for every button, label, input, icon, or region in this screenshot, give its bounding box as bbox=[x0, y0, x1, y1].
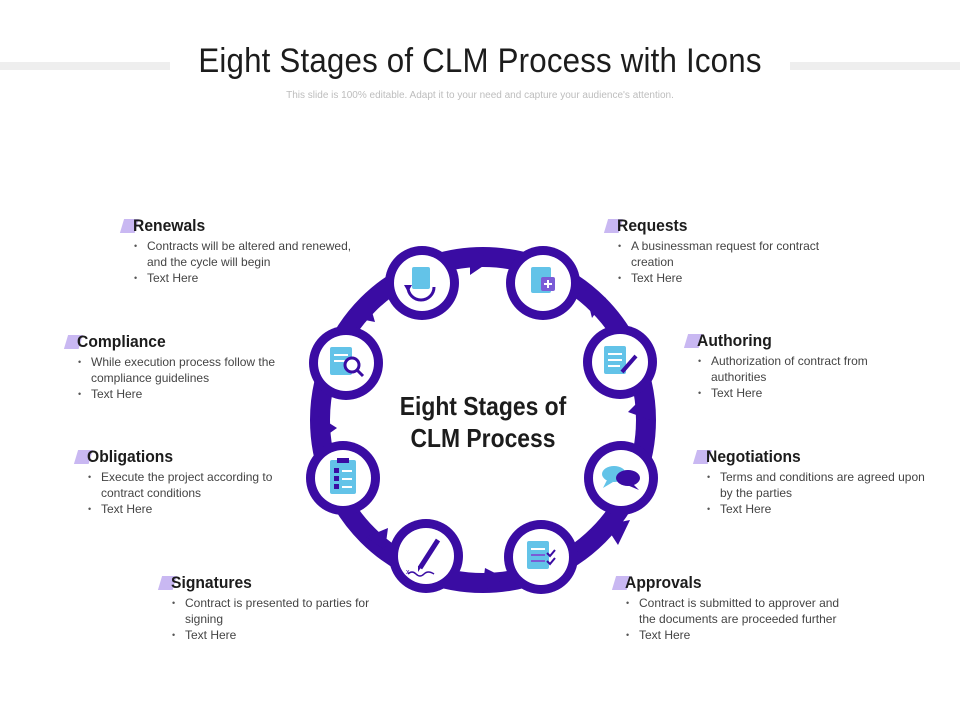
document-check-icon bbox=[527, 541, 556, 569]
node-authoring bbox=[583, 325, 657, 399]
bullet-item: Text Here bbox=[626, 627, 854, 643]
bullet-item: Text Here bbox=[88, 501, 316, 517]
node-compliance bbox=[309, 326, 383, 400]
bullet-item: Text Here bbox=[707, 501, 935, 517]
bullet-item: Text Here bbox=[698, 385, 926, 401]
page-title: Eight Stages of CLM Process with Icons bbox=[198, 42, 762, 80]
bullet-item: Contract is submitted to approver and th… bbox=[626, 595, 854, 627]
stage-obligations: Obligations Execute the project accordin… bbox=[73, 447, 316, 517]
node-signatures: x bbox=[389, 519, 463, 593]
center-label-line2: CLM Process bbox=[410, 423, 556, 453]
cycle-ring bbox=[310, 247, 656, 593]
arrow-head-1 bbox=[470, 248, 492, 275]
stage-bullets: Authorization of contract from authoriti… bbox=[686, 353, 926, 401]
arrow-head-4 bbox=[605, 520, 630, 545]
node-negotiations bbox=[584, 441, 658, 515]
document-plus-icon bbox=[531, 267, 555, 293]
stage-authoring: Authoring Authorization of contract from… bbox=[683, 331, 926, 401]
bullet-item: Contract is presented to parties for sig… bbox=[172, 595, 400, 627]
stage-bullets: Contracts will be altered and renewed, a… bbox=[122, 238, 362, 286]
arrow-head-7 bbox=[318, 416, 337, 440]
arrow-head-8 bbox=[355, 298, 375, 322]
arrow-head-2 bbox=[585, 290, 606, 318]
stage-compliance: Compliance While execution process follo… bbox=[63, 332, 306, 402]
stage-bullets: Contract is presented to parties for sig… bbox=[160, 595, 400, 643]
stage-bullets: While execution process follow the compl… bbox=[66, 354, 306, 402]
bullet-item: Terms and conditions are agreed upon by … bbox=[707, 469, 935, 501]
stage-title: Signatures bbox=[157, 573, 381, 593]
stage-title: Requests bbox=[603, 216, 827, 236]
document-refresh-icon bbox=[404, 267, 436, 302]
stage-title: Negotiations bbox=[692, 447, 916, 467]
stage-title: Compliance bbox=[63, 332, 287, 352]
node-approvals bbox=[504, 520, 578, 594]
document-search-icon bbox=[330, 347, 365, 378]
bullet-item: Text Here bbox=[172, 627, 400, 643]
center-label: Eight Stages of CLM Process bbox=[386, 390, 580, 454]
stage-approvals: Approvals Contract is submitted to appro… bbox=[611, 573, 854, 643]
arrow-head-6 bbox=[366, 528, 388, 550]
stage-bullets: Contract is submitted to approver and th… bbox=[614, 595, 854, 643]
bullet-item: While execution process follow the compl… bbox=[78, 354, 306, 386]
stage-bullets: Execute the project according to contrac… bbox=[76, 469, 316, 517]
stage-title: Authoring bbox=[683, 331, 907, 351]
svg-text:x: x bbox=[406, 569, 410, 576]
stage-bullets: A businessman request for contract creat… bbox=[606, 238, 846, 286]
center-label-line1: Eight Stages of bbox=[399, 391, 567, 421]
bullet-item: Contracts will be altered and renewed, a… bbox=[134, 238, 362, 270]
node-obligations bbox=[306, 441, 380, 515]
stage-negotiations: Negotiations Terms and conditions are ag… bbox=[692, 447, 935, 517]
stage-requests: Requests A businessman request for contr… bbox=[603, 216, 846, 286]
pen-signature-icon: x bbox=[406, 538, 441, 577]
bullet-item: Text Here bbox=[134, 270, 362, 286]
title-backdrop bbox=[170, 38, 790, 90]
bullet-item: Execute the project according to contrac… bbox=[88, 469, 316, 501]
speech-bubbles-icon bbox=[602, 466, 640, 490]
stage-signatures: Signatures Contract is presented to part… bbox=[157, 573, 400, 643]
document-pen-icon bbox=[604, 346, 638, 374]
stage-title: Renewals bbox=[119, 216, 343, 236]
checklist-icon bbox=[330, 458, 356, 494]
bullet-item: Text Here bbox=[618, 270, 846, 286]
bullet-item: A businessman request for contract creat… bbox=[618, 238, 846, 270]
bullet-item: Authorization of contract from authoriti… bbox=[698, 353, 926, 385]
arrow-head-5 bbox=[482, 568, 505, 592]
bullet-item: Text Here bbox=[78, 386, 306, 402]
stage-renewals: Renewals Contracts will be altered and r… bbox=[119, 216, 362, 286]
page-subtitle: This slide is 100% editable. Adapt it to… bbox=[286, 90, 674, 101]
stage-title: Obligations bbox=[73, 447, 297, 467]
arrow-head-3 bbox=[628, 395, 650, 420]
node-renewals bbox=[385, 246, 459, 320]
stage-title: Approvals bbox=[611, 573, 835, 593]
stage-bullets: Terms and conditions are agreed upon by … bbox=[695, 469, 935, 517]
node-requests bbox=[506, 246, 580, 320]
